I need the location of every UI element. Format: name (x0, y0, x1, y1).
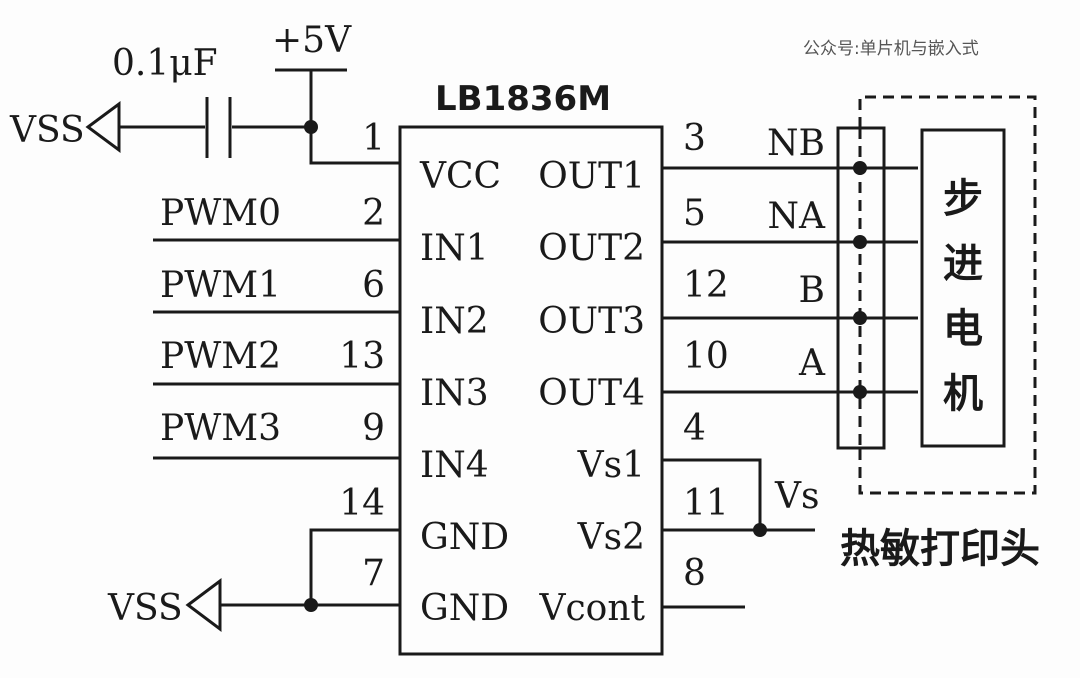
pin-label-in3: IN3 (420, 373, 489, 414)
vs-label: Vs (774, 476, 819, 517)
motor-char-3: 电 (943, 306, 983, 352)
pin-number-5: 5 (683, 193, 706, 234)
vss-bottom-label: VSS (107, 588, 183, 629)
pin-number-4: 4 (683, 408, 706, 449)
output-label-b: B (799, 270, 825, 311)
pin-label-out1: OUT1 (538, 156, 645, 197)
pin-number-9: 9 (362, 408, 385, 449)
pwm2-label: PWM2 (160, 336, 281, 377)
pin-label-out3: OUT3 (538, 301, 645, 342)
pin-number-2: 2 (362, 193, 385, 234)
pin-number-10: 10 (683, 336, 729, 377)
pin-label-in4: IN4 (420, 445, 489, 486)
pwm1-label: PWM1 (160, 265, 281, 306)
output-label-na: NA (768, 196, 827, 237)
pwm3-label: PWM3 (160, 408, 281, 449)
connector-dot-1 (853, 161, 867, 175)
pin-label-in1: IN1 (420, 228, 489, 269)
motor-char-1: 步 (943, 176, 983, 222)
pin-number-1: 1 (362, 118, 385, 159)
pin-number-8: 8 (683, 553, 706, 594)
pin-label-out4: OUT4 (538, 373, 645, 414)
vs1-wire (662, 458, 762, 530)
pin-label-out2: OUT2 (538, 228, 645, 269)
pin-number-13: 13 (339, 336, 385, 377)
junction-vs (753, 523, 767, 537)
capacitor-label: 0.1μF (112, 43, 218, 84)
pin-number-11: 11 (683, 483, 729, 524)
vss-top-symbol (85, 101, 121, 153)
pin-number-3: 3 (683, 118, 706, 159)
pin-number-6: 6 (362, 265, 385, 306)
pin-label-gnd-1: GND (420, 517, 509, 558)
junction-gnd (304, 598, 318, 612)
pin-label-in2: IN2 (420, 301, 489, 342)
motor-char-2: 进 (943, 241, 983, 287)
connector-dot-4 (853, 385, 867, 399)
vss-bottom-symbol (185, 578, 222, 632)
print-head-label: 热敏打印头 (840, 526, 1040, 572)
pin-label-vs2: Vs2 (577, 517, 645, 558)
pin-label-vcont: Vcont (539, 588, 646, 629)
pin-number-14: 14 (339, 483, 385, 524)
pin-label-vcc: VCC (419, 156, 501, 197)
connector-dot-3 (853, 311, 867, 325)
stepper-motor-box (920, 128, 1006, 448)
pwm0-label: PWM0 (160, 193, 281, 234)
supply-label: +5V (272, 20, 352, 61)
pin-label-gnd-2: GND (420, 588, 509, 629)
motor-char-4: 机 (943, 371, 983, 417)
pin-number-12: 12 (683, 265, 729, 306)
vcc-wire (309, 70, 400, 165)
pin-number-7: 7 (362, 553, 385, 594)
print-head-enclosure (858, 95, 1037, 495)
output-label-nb: NB (767, 123, 825, 164)
vss-top-label: VSS (9, 110, 85, 151)
output-label-a: A (798, 343, 826, 384)
gnd14-wire (309, 528, 400, 605)
pin-label-vs1: Vs1 (577, 445, 645, 486)
chip-name: LB1836M (435, 79, 611, 119)
watermark: 公众号:单片机与嵌入式 (803, 39, 979, 59)
connector-dot-2 (853, 235, 867, 249)
